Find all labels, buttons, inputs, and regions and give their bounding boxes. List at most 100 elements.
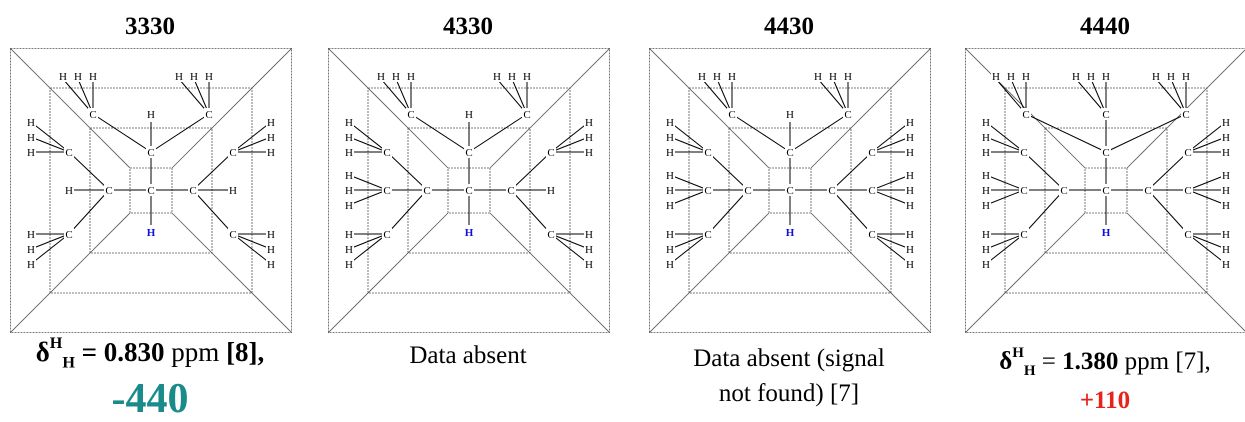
right-carbon: C — [507, 185, 514, 197]
hydrogen: H — [59, 71, 67, 83]
hydrogen: H — [1007, 71, 1015, 83]
hydrogen: H — [465, 109, 473, 121]
methyl-carbon: C — [383, 229, 390, 241]
central-carbon: C — [786, 185, 793, 197]
central-carbon: C — [1102, 185, 1109, 197]
panel-title: 4440 — [955, 12, 1245, 42]
shift-value: 0.830 — [104, 337, 165, 367]
bond — [69, 152, 109, 190]
delta-symbol: δ — [999, 348, 1012, 375]
methyl-carbon: C — [728, 109, 735, 121]
bond — [511, 190, 551, 234]
methyl-carbon: C — [704, 147, 711, 159]
hydrogen: H — [27, 117, 35, 129]
methyl-carbon: C — [523, 109, 530, 121]
hydrogen: H — [74, 71, 82, 83]
bond — [411, 114, 469, 152]
delta-sub: H — [1024, 363, 1036, 379]
methyl-carbon: C — [229, 229, 236, 241]
bond — [93, 114, 151, 152]
central-hydrogen: H — [465, 227, 474, 239]
hydrogen: H — [27, 244, 35, 256]
hydrogen: H — [392, 71, 400, 83]
hydrogen: H — [982, 170, 990, 182]
caption: δHH = 0.830 ppm [8], -440 — [0, 331, 300, 421]
left-carbon: C — [423, 185, 430, 197]
bond — [790, 114, 848, 152]
bond — [193, 152, 233, 190]
bond — [1148, 190, 1188, 234]
hydrogen: H — [666, 147, 674, 159]
bond — [708, 152, 748, 190]
methyl-carbon: C — [205, 109, 212, 121]
hydrogen: H — [585, 244, 593, 256]
hydrogen: H — [982, 244, 990, 256]
bond — [151, 114, 209, 152]
delta-sub: H — [62, 353, 75, 371]
hydrogen: H — [982, 132, 990, 144]
hydrogen: H — [1222, 185, 1230, 197]
bond — [832, 152, 872, 190]
relative-value: +110 — [955, 386, 1245, 416]
methyl-carbon: C — [65, 147, 72, 159]
bond — [1106, 114, 1186, 152]
methyl-carbon: C — [868, 185, 875, 197]
hydrogen: H — [407, 71, 415, 83]
hydrogen: H — [666, 185, 674, 197]
hydrogen: H — [1222, 200, 1230, 212]
hydrogen: H — [65, 185, 73, 197]
hydrogen: H — [585, 132, 593, 144]
hydrogen: H — [906, 259, 914, 271]
hydrogen: H — [585, 147, 593, 159]
equals: = — [1036, 348, 1063, 375]
hydrogen: H — [175, 71, 183, 83]
methyl-carbon: C — [1020, 229, 1027, 241]
methyl-carbon: C — [704, 229, 711, 241]
hydrogen: H — [345, 117, 353, 129]
hydrogen: H — [982, 117, 990, 129]
hydrogen: H — [666, 244, 674, 256]
hydrogen: H — [982, 259, 990, 271]
central-carbon: C — [465, 185, 472, 197]
left-carbon: C — [1060, 185, 1067, 197]
hydrogen: H — [844, 71, 852, 83]
methyl-carbon: C — [383, 147, 390, 159]
methyl-carbon: C — [407, 109, 414, 121]
caption: Data absent — [318, 341, 618, 371]
bond — [1024, 190, 1064, 234]
hydrogen: H — [982, 147, 990, 159]
right-carbon: C — [189, 185, 196, 197]
hydrogen: H — [267, 117, 275, 129]
bond — [732, 114, 790, 152]
hydrogen: H — [906, 200, 914, 212]
hydrogen: H — [27, 147, 35, 159]
hydrogen: H — [1072, 71, 1080, 83]
hydrogen: H — [547, 185, 555, 197]
hydrogen: H — [585, 229, 593, 241]
hydrogen: H — [982, 229, 990, 241]
bond — [1024, 152, 1064, 190]
hydrogen: H — [345, 200, 353, 212]
bond — [469, 114, 527, 152]
hydrogen: H — [1222, 170, 1230, 182]
left-carbon: C — [105, 185, 112, 197]
hydrogen: H — [27, 259, 35, 271]
reference: [8], — [226, 337, 264, 367]
hydrogen: H — [666, 170, 674, 182]
hydrogen: H — [982, 200, 990, 212]
hydrogen: H — [906, 244, 914, 256]
methyl-carbon: C — [1022, 109, 1029, 121]
hydrogen: H — [267, 132, 275, 144]
methyl-carbon: C — [1020, 147, 1027, 159]
bond — [387, 152, 427, 190]
hydrogen: H — [493, 71, 501, 83]
hydrogen: H — [508, 71, 516, 83]
hydrogen: H — [585, 259, 593, 271]
methyl-carbon: C — [1184, 229, 1191, 241]
hydrogen: H — [1087, 71, 1095, 83]
